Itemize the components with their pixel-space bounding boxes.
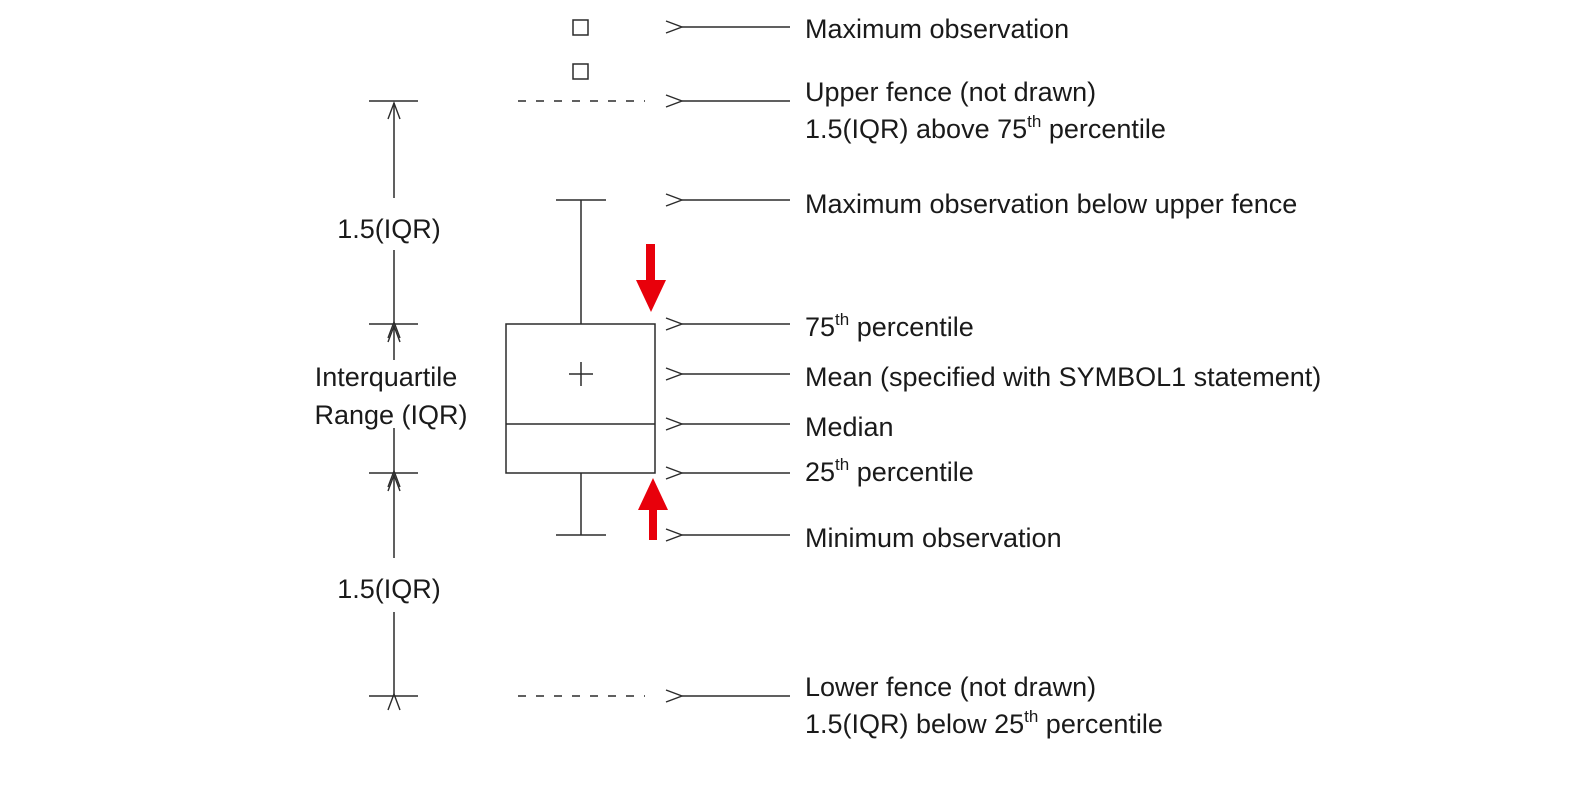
label-max-observation: Maximum observation (805, 14, 1069, 44)
label-lower-fence-detail: 1.5(IQR) below 25th percentile (805, 707, 1163, 739)
red-arrow-up (638, 478, 668, 540)
lower-iqr-label: 1.5(IQR) (337, 574, 441, 604)
iqr-label-line1: Interquartile (315, 362, 458, 392)
label-25th-percentile: 25th percentile (805, 455, 974, 487)
outlier-marker-top (572, 19, 589, 36)
label-lower-fence: Lower fence (not drawn) (805, 672, 1096, 702)
label-max-below-upper-fence: Maximum observation below upper fence (805, 189, 1297, 219)
pointer-arrows (665, 20, 790, 703)
mean-plus-symbol (569, 362, 593, 386)
label-mean: Mean (specified with SYMBOL1 statement) (805, 362, 1321, 392)
label-75th-percentile: 75th percentile (805, 310, 974, 342)
label-median: Median (805, 412, 894, 442)
outlier-marker-second (572, 63, 589, 80)
label-upper-fence: Upper fence (not drawn) (805, 77, 1096, 107)
label-min-observation: Minimum observation (805, 523, 1062, 553)
red-arrow-down (636, 244, 666, 312)
iqr-label-line2: Range (IQR) (314, 400, 467, 430)
iqr-box (505, 323, 656, 474)
label-upper-fence-detail: 1.5(IQR) above 75th percentile (805, 112, 1166, 144)
upper-iqr-label: 1.5(IQR) (337, 214, 441, 244)
